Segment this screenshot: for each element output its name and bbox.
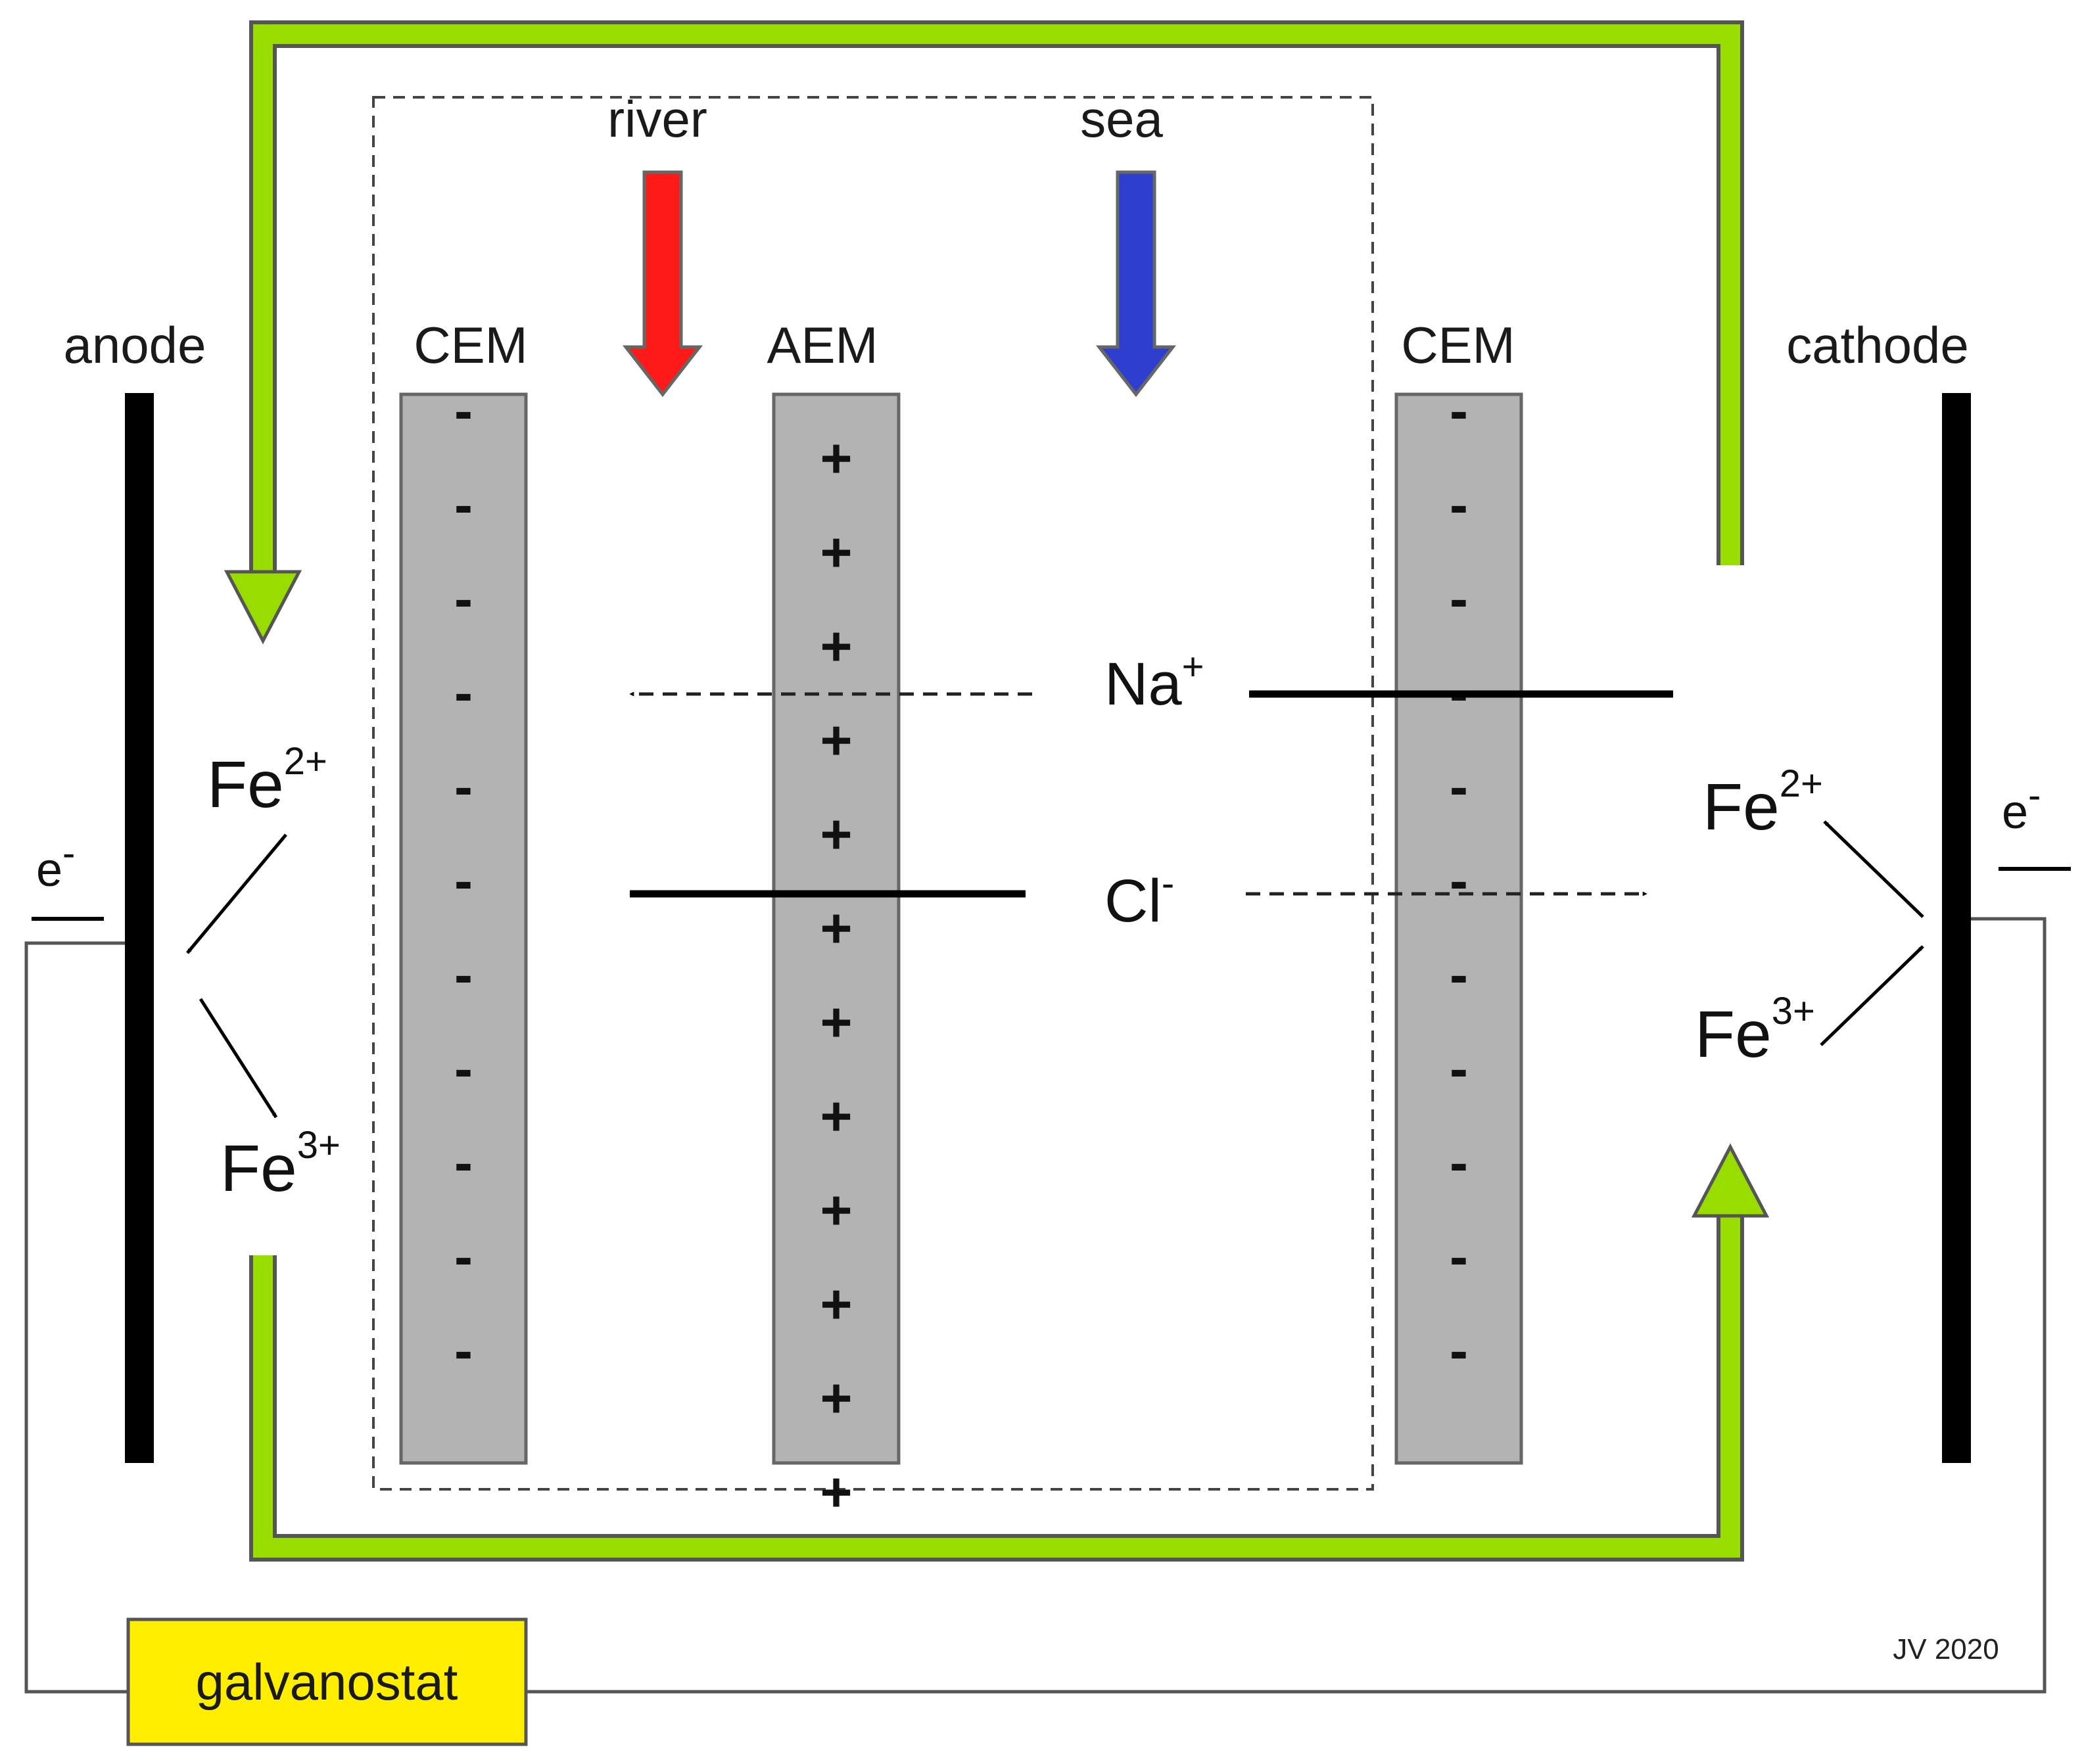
- cem-right-charge-symbol: -: [1450, 568, 1468, 630]
- green-loop-bottom: [249, 1143, 1770, 1562]
- cem-left-charge-symbol: -: [454, 474, 473, 536]
- aem-charge-symbol: +: [820, 1367, 852, 1429]
- cem-right-charge-symbol: -: [1450, 1226, 1468, 1288]
- cem-right-charge-symbol: -: [1450, 1038, 1468, 1100]
- electron-right-label: e-: [2002, 774, 2041, 839]
- cathode-electrode: [1942, 393, 1971, 1463]
- river-label: river: [607, 90, 707, 148]
- cathode-label: cathode: [1786, 316, 1969, 374]
- galvanostat-label: galvanostat: [196, 1653, 458, 1711]
- aem-charge-symbol: +: [820, 991, 852, 1053]
- cem-right-charges: -----------: [1450, 380, 1468, 1381]
- cem-right-charge-symbol: -: [1450, 756, 1468, 818]
- aem-charge-symbol: +: [820, 897, 852, 959]
- cem-left-charge-symbol: -: [454, 1132, 473, 1194]
- green-arrow-up-icon: [1691, 1143, 1770, 1218]
- aem-membrane: [772, 392, 901, 1465]
- cem-right-charge-symbol: -: [1450, 380, 1468, 442]
- cem-right-charge-symbol: -: [1450, 474, 1468, 536]
- external-circuit-wire: [24, 941, 128, 1694]
- aem-charge-symbol: +: [820, 615, 852, 677]
- sea-feed-arrow-icon: [1095, 170, 1177, 398]
- aem-charge-symbol: +: [820, 709, 852, 771]
- sea-label: sea: [1080, 90, 1163, 148]
- aem-charge-symbol: +: [820, 1085, 852, 1147]
- anode-fe3-arrow: [199, 998, 278, 1119]
- river-feed-arrow-icon: [622, 170, 703, 398]
- cem-right-charge-symbol: -: [1450, 1320, 1468, 1381]
- cathode-fe3-arrow: [1820, 945, 1924, 1046]
- aem-charge-symbol: +: [820, 427, 852, 489]
- galvanostat-box: [126, 1617, 528, 1746]
- cem-right-charge-symbol: -: [1450, 944, 1468, 1006]
- cem-right-label: CEM: [1401, 316, 1515, 374]
- aem-label: AEM: [767, 316, 878, 374]
- cem-left-charge-symbol: -: [454, 756, 473, 818]
- credit-label: JV 2020: [1893, 1633, 1999, 1665]
- anode-fe2-arrow: [186, 833, 287, 954]
- cem-right-charge-symbol: -: [1450, 850, 1468, 912]
- aem-charge-symbol: +: [820, 521, 852, 583]
- electron-left-label: e-: [36, 832, 75, 896]
- aem-charge-symbol: +: [820, 1461, 852, 1523]
- aem-charge-symbol: +: [820, 1179, 852, 1241]
- cathode-fe2-label: Fe2+: [1703, 762, 1823, 844]
- aem-charges: + + + + + + + + + + + +: [820, 427, 852, 1523]
- cl-ion-label: Cl-: [1104, 862, 1174, 935]
- cem-left-charge-symbol: -: [454, 380, 473, 442]
- cem-left-charge-symbol: -: [454, 850, 473, 912]
- cem-left-label: CEM: [414, 316, 527, 374]
- cem-left-charge-symbol: -: [454, 662, 473, 724]
- anode-label: anode: [64, 316, 206, 374]
- aem-charge-symbol: +: [820, 1273, 852, 1335]
- green-arrow-down-icon: [224, 570, 302, 645]
- cem-right-charge-symbol: -: [1450, 1132, 1468, 1194]
- aem-charge-symbol: +: [820, 803, 852, 865]
- stack-outline: [372, 96, 1374, 1491]
- cem-left-charge-symbol: -: [454, 568, 473, 630]
- cathode-fe2-arrow: [1823, 820, 1924, 918]
- cem-left-charge-symbol: -: [454, 1226, 473, 1288]
- cem-left-charge-symbol: -: [454, 1038, 473, 1100]
- na-ion-label: Na+: [1104, 645, 1204, 718]
- cem-right-membrane: [1394, 392, 1523, 1465]
- anode-fe3-label: Fe3+: [220, 1124, 341, 1205]
- cem-left-charges: - - - - - - - - - - -: [454, 380, 473, 1381]
- anode-electrode: [125, 393, 154, 1463]
- cathode-fe3-label: Fe3+: [1695, 990, 1815, 1071]
- cem-left-membrane: [399, 392, 528, 1465]
- external-circuit-wire-right: [526, 917, 2047, 1694]
- green-loop-top: [224, 20, 1744, 645]
- cem-left-charge-symbol: -: [454, 1320, 473, 1381]
- anode-fe2-label: Fe2+: [207, 740, 327, 822]
- cem-left-charge-symbol: -: [454, 944, 473, 1006]
